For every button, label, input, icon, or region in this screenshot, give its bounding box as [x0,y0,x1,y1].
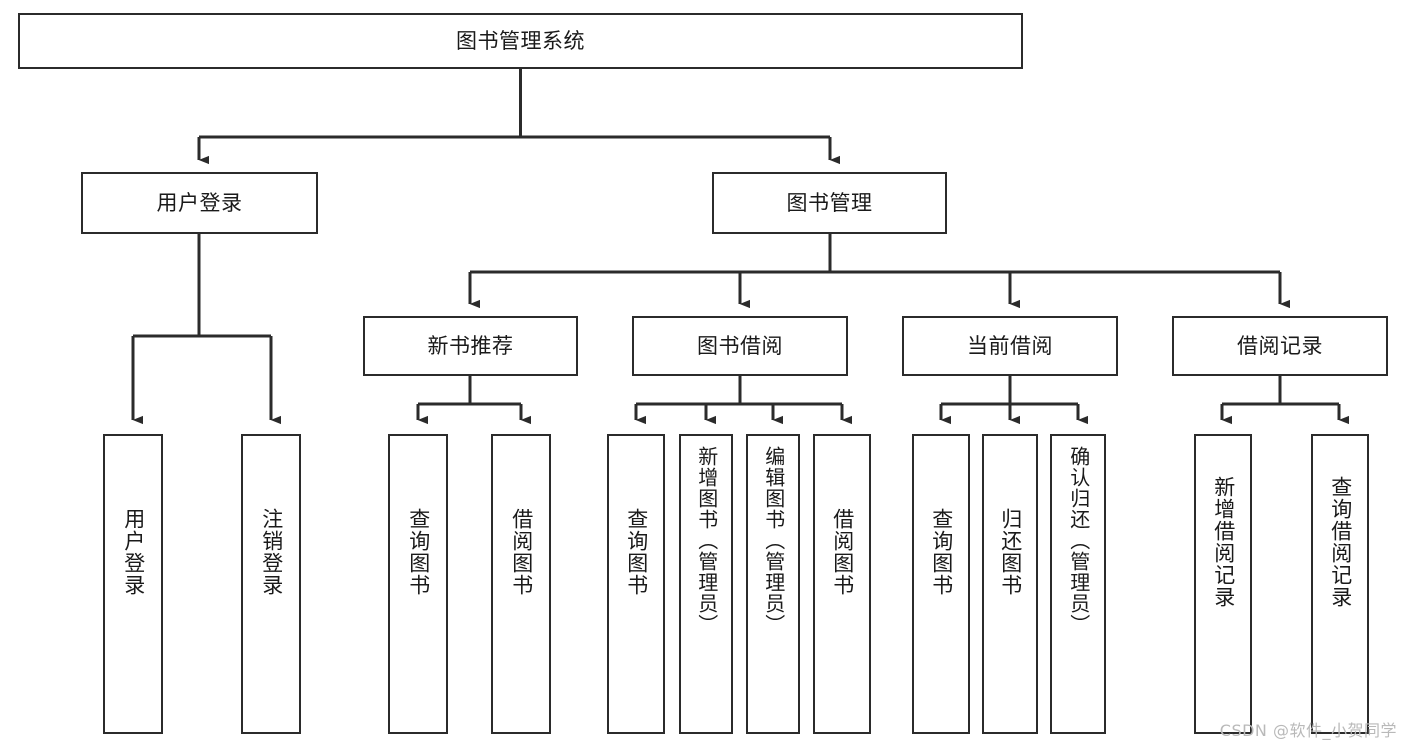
csdn-watermark: CSDN @软件_小贺同学 [1219,721,1397,740]
leaf-user-login-signin-label: 用户登录 [121,508,146,596]
leaf-user-login-signin[interactable]: 用户登录 [103,434,163,734]
leaf-user-login-signout[interactable]: 注销登录 [241,434,301,734]
node-borrow-records-label: 借阅记录 [1237,333,1323,358]
leaf-records-add-record-label: 新增借阅记录 [1211,476,1236,608]
node-root-label: 图书管理系统 [456,28,585,53]
leaf-records-query-record[interactable]: 查询借阅记录 [1311,434,1369,734]
leaf-new-books-borrow-label: 借阅图书 [509,508,534,596]
leaf-current-return-book-label: 归还图书 [998,508,1023,596]
leaf-borrow-edit-book[interactable]: 编辑图书（管理员） [746,434,800,734]
leaf-current-return-book[interactable]: 归还图书 [982,434,1038,734]
leaf-new-books-borrow[interactable]: 借阅图书 [491,434,551,734]
leaf-borrow-add-book[interactable]: 新增图书（管理员） [679,434,733,734]
leaf-user-login-signout-label: 注销登录 [259,508,284,596]
leaf-borrow-borrow-book-label: 借阅图书 [830,508,855,596]
node-current-borrow[interactable]: 当前借阅 [902,316,1118,376]
leaf-new-books-query-label: 查询图书 [406,508,431,596]
node-user-login-label: 用户登录 [156,190,243,215]
node-book-borrow-label: 图书借阅 [697,333,783,358]
node-book-management-label: 图书管理 [786,190,873,215]
node-book-management[interactable]: 图书管理 [712,172,947,234]
node-borrow-records[interactable]: 借阅记录 [1172,316,1388,376]
leaf-current-query-book[interactable]: 查询图书 [912,434,970,734]
leaf-borrow-add-book-label: 新增图书（管理员） [694,446,719,635]
node-user-login[interactable]: 用户登录 [81,172,318,234]
leaf-borrow-query-book[interactable]: 查询图书 [607,434,665,734]
leaf-records-add-record[interactable]: 新增借阅记录 [1194,434,1252,734]
node-current-borrow-label: 当前借阅 [967,333,1053,358]
leaf-new-books-query[interactable]: 查询图书 [388,434,448,734]
node-root[interactable]: 图书管理系统 [18,13,1023,69]
node-new-book-recommend[interactable]: 新书推荐 [363,316,578,376]
leaf-borrow-edit-book-label: 编辑图书（管理员） [761,446,786,635]
leaf-borrow-borrow-book[interactable]: 借阅图书 [813,434,871,734]
node-book-borrow[interactable]: 图书借阅 [632,316,848,376]
leaf-current-query-book-label: 查询图书 [929,508,954,596]
node-new-book-recommend-label: 新书推荐 [427,333,514,358]
leaf-records-query-record-label: 查询借阅记录 [1328,476,1353,608]
leaf-current-confirm-return-label: 确认归还（管理员） [1066,446,1091,635]
leaf-borrow-query-book-label: 查询图书 [624,508,649,596]
leaf-current-confirm-return[interactable]: 确认归还（管理员） [1050,434,1106,734]
